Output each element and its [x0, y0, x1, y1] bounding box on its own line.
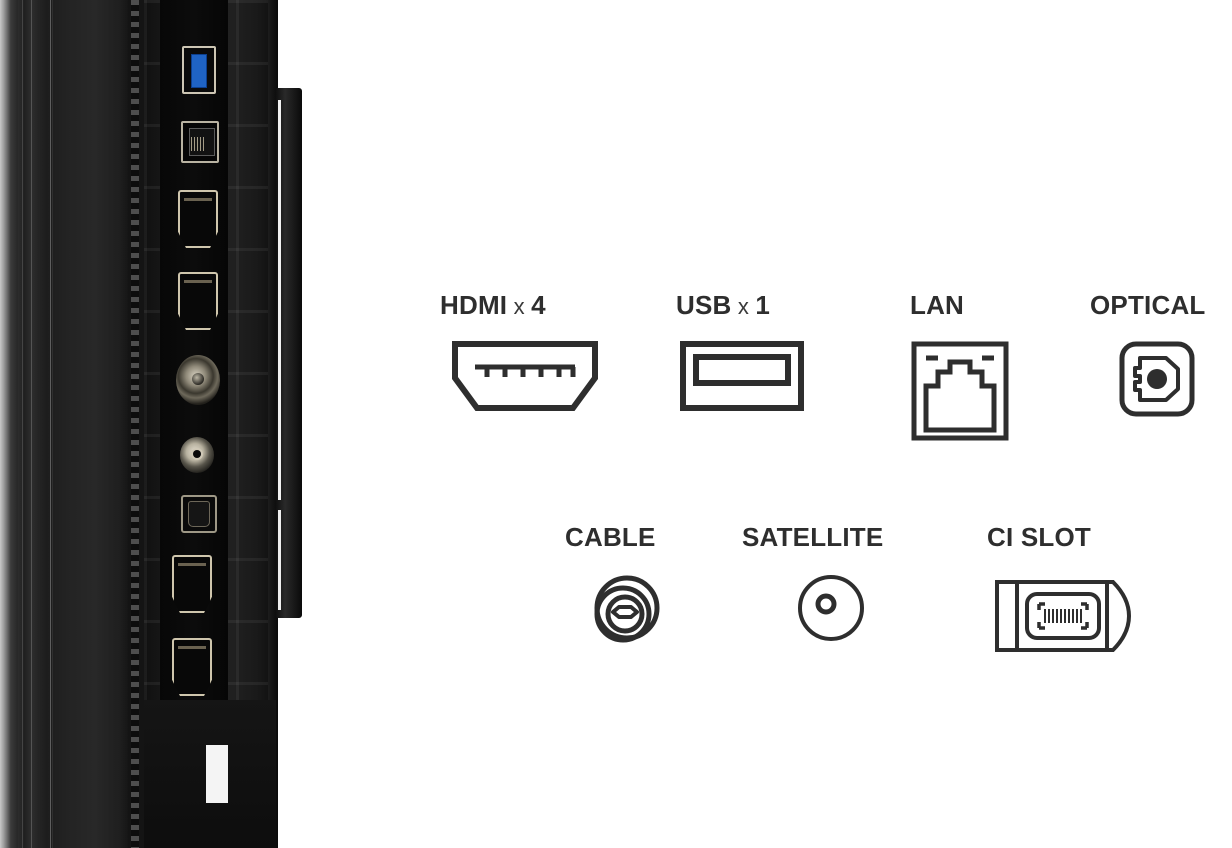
bezel-seam [52, 0, 53, 848]
spec-item-cislot: CI SLOT [987, 524, 1135, 662]
housing-cutout [206, 745, 228, 803]
hdmi-port-icon [452, 341, 598, 411]
bezel-seam [22, 0, 23, 848]
spec-item-cable: CABLE [565, 524, 665, 652]
optical-toslink-port-icon [1119, 341, 1195, 417]
satellite-f-connector-icon [798, 575, 864, 641]
usb-count: 1 [755, 290, 770, 320]
connectivity-spec-panel: HDMI x 4 USB x 1 LAN [420, 0, 1232, 848]
photo-hdmi-port [172, 555, 212, 613]
satellite-center-pin [193, 450, 201, 458]
spec-label-usb: USB x 1 [676, 292, 805, 318]
usb-port-icon [680, 341, 804, 411]
usb-label-text: USB [676, 290, 732, 320]
spec-label-satellite: SATELLITE [742, 522, 884, 552]
hdmi-count: 4 [531, 290, 546, 320]
tv-edge-gap [278, 100, 281, 500]
hdmi-multiplier-symbol: x [513, 294, 525, 319]
usb3-blue-tongue [191, 54, 207, 88]
tv-housing-lip [268, 0, 278, 848]
spec-item-lan: LAN [910, 292, 1010, 442]
spec-item-hdmi: HDMI x 4 [440, 292, 599, 412]
ventilation-strip [128, 0, 144, 848]
spec-label-cable: CABLE [565, 522, 656, 552]
photo-usb3-port [182, 46, 216, 94]
photo-lan-port [181, 121, 219, 163]
spec-label-hdmi: HDMI x 4 [440, 292, 599, 318]
photo-optical-port [181, 495, 217, 533]
tv-rear-panel-photo [0, 0, 320, 848]
spec-item-satellite: SATELLITE [742, 524, 883, 644]
photo-hdmi-port [178, 190, 218, 248]
photo-satellite-port [180, 437, 214, 473]
bezel-seam [50, 0, 51, 848]
photo-hdmi-port [172, 638, 212, 696]
photo-cable-coax-port [176, 355, 220, 405]
ci-card-slot-icon [995, 580, 1132, 652]
spec-item-optical: OPTICAL [1090, 292, 1206, 418]
hdmi-label-text: HDMI [440, 290, 508, 320]
bezel-seam [31, 0, 32, 848]
usb-multiplier-symbol: x [737, 294, 750, 319]
photo-hdmi-port [178, 272, 218, 330]
spec-label-lan: LAN [910, 290, 965, 320]
toslink-cavity [188, 501, 210, 527]
tv-back-panel-bezel [18, 0, 128, 848]
rj45-pins [191, 137, 204, 151]
coaxial-cable-port-icon [594, 575, 660, 643]
coax-center-pin [192, 373, 204, 385]
tv-edge-gap [278, 510, 281, 610]
lan-rj45-port-icon [911, 341, 1009, 441]
spec-item-usb: USB x 1 [676, 292, 805, 412]
tv-side-bezel [0, 0, 18, 848]
spec-label-optical: OPTICAL [1090, 290, 1206, 320]
spec-label-cislot: CI SLOT [987, 522, 1091, 552]
